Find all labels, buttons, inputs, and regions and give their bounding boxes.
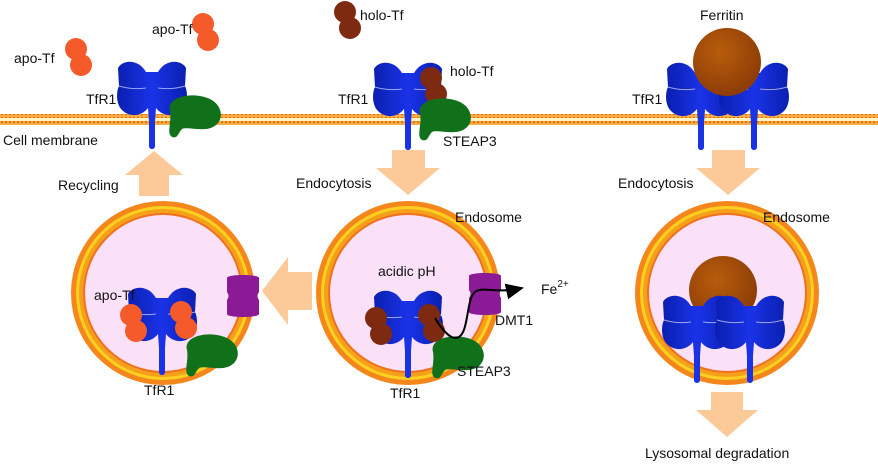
label-endocytosis-middle: Endocytosis [296,175,371,191]
fe-charge: 2+ [557,279,569,290]
label-recycling: Recycling [58,177,119,193]
iron-transport-path [434,283,524,340]
endocytosis-arrow-middle [376,150,440,195]
label-apo-tf-endosome: apo-Tf [94,287,135,303]
label-ferritin: Ferritin [700,7,744,23]
transition-arrow-left [262,257,312,325]
label-fe: Fe2+ [541,279,569,297]
label-acidic-ph: acidic pH [378,263,436,279]
label-endosome-right: Endosome [763,209,830,225]
steap3-left [169,95,221,138]
label-cell-membrane: Cell membrane [3,132,98,148]
label-tfr1-right: TfR1 [632,91,663,107]
ferritin-top [693,28,761,96]
label-lysosomal-degradation: Lysosomal degradation [645,445,789,461]
label-holo-tf-top: holo-Tf [360,7,404,23]
degradation-arrow [696,392,758,437]
dmt1-left [227,275,259,317]
apo-tf-free-top [192,13,219,51]
label-tfr1-endosome-middle: TfR1 [390,385,421,401]
label-holo-tf-bound: holo-Tf [450,63,494,79]
label-steap3-middle: STEAP3 [443,133,497,149]
label-tfr1-endosome-left: TfR1 [144,382,175,398]
label-endocytosis-right: Endocytosis [618,175,693,191]
label-endosome-middle: Endosome [455,209,522,225]
apo-tf-free-left [65,38,92,76]
label-tfr1-middle: TfR1 [338,91,369,107]
recycling-arrow [125,151,183,196]
label-tfr1-left: TfR1 [86,91,117,107]
endocytosis-arrow-right [696,150,760,195]
label-apo-tf-top: apo-Tf [152,21,193,37]
label-apo-tf-left: apo-Tf [14,50,55,66]
holo-tf-free [334,1,361,39]
label-dmt1: DMT1 [495,312,533,328]
fe-symbol: Fe [541,281,558,297]
label-steap3-endosome: STEAP3 [457,363,511,379]
